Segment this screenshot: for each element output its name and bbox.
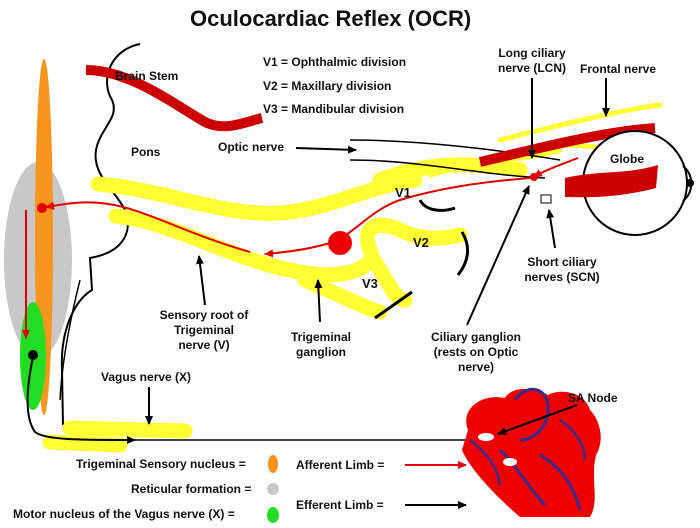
trig-ganglion-pointer	[314, 279, 323, 323]
pons-label: Pons	[131, 145, 161, 159]
afferent-path-main	[264, 177, 531, 258]
brain-stem-label: Brain Stem	[115, 69, 179, 83]
v2-branch	[359, 217, 468, 258]
frontal-nerve	[478, 123, 656, 167]
diagram-title: Oculocardiac Reflex (OCR)	[190, 6, 472, 31]
legend-orange-swatch	[268, 455, 278, 473]
globe-muscle	[565, 165, 658, 198]
globe-pupil	[686, 179, 694, 187]
label-pointers	[145, 78, 610, 435]
optic-nerve	[349, 139, 561, 179]
scn-label-line2: nerves (SCN)	[524, 270, 600, 284]
legend-reticular-formation: Reticular formation =	[131, 482, 252, 496]
division-v3: V3 = Mandibular division	[263, 102, 405, 116]
brainstem-outline	[60, 43, 141, 426]
sensory-root-label-line3: nerve (V)	[178, 338, 230, 352]
vagus-nerve-label: Vagus nerve (X)	[101, 370, 192, 384]
v1-branch	[372, 157, 528, 188]
trigeminal-ganglion	[328, 231, 352, 255]
nerve-outlines	[374, 199, 469, 320]
sensory-root-lower	[108, 208, 380, 283]
trig-ganglion-label-line1: Trigeminal	[290, 330, 352, 344]
ciliary-ganglion-label-line1: Ciliary ganglion	[430, 330, 521, 344]
brain-stem-band	[85, 65, 264, 132]
afferent-path-globe	[533, 157, 579, 178]
ciliary-ganglion-pointer	[466, 185, 530, 326]
sensory-root-label-line2: Trigeminal	[173, 323, 235, 337]
sensory-root-pointer	[196, 255, 206, 306]
trig-ganglion-label-line2: ganglion	[296, 345, 346, 359]
lcn-label-line2: nerve (LCN)	[497, 61, 566, 75]
vagus-lower-band	[42, 434, 128, 453]
scn-label-line1: Short ciliary	[527, 255, 597, 269]
division-v2: V2 = Maxillary division	[263, 79, 392, 93]
brainstem-outline-left	[59, 279, 81, 401]
afferent-path-root	[45, 201, 251, 253]
v3-tag: V3	[362, 276, 378, 291]
legend-afferent-limb: Afferent Limb =	[296, 458, 385, 472]
v1-tag: V1	[395, 185, 411, 200]
efferent-path	[26, 356, 136, 444]
sa-node-label: SA Node	[568, 391, 618, 405]
vagus-upper-band	[62, 420, 193, 439]
legend-gray-swatch	[267, 483, 279, 495]
sa-node-pointer	[497, 404, 578, 435]
sensory-root-upper	[90, 172, 423, 221]
frontal-nerve-label: Frontal nerve	[580, 62, 657, 76]
heart	[462, 387, 601, 517]
legend-efferent-limb: Efferent Limb =	[296, 498, 384, 512]
legend-trigeminal-nucleus: Trigeminal Sensory nucleus =	[76, 457, 246, 471]
optic-nerve-pointer	[295, 145, 357, 154]
lcn-label-line1: Long ciliary	[498, 46, 566, 60]
nucleus-synapse-dot	[37, 203, 47, 213]
sensory-root-label-line1: Sensory root of	[159, 308, 249, 322]
av-node	[503, 458, 517, 466]
v2-tag: V2	[413, 235, 429, 250]
sa-node	[478, 433, 494, 441]
optic-nerve-label: Optic nerve	[218, 140, 285, 154]
short-ciliary-box	[540, 194, 552, 204]
v3-branch	[367, 254, 413, 308]
legend-swatches	[267, 455, 467, 523]
legend-motor-nucleus-vagus: Motor nucleus of the Vagus nerve (X) =	[13, 507, 235, 521]
division-v1: V1 = Ophthalmic division	[263, 55, 407, 69]
scn-pointer	[546, 209, 556, 249]
ciliary-ganglion-label-line3: nerve)	[457, 360, 495, 374]
globe-label: Globe	[610, 152, 645, 166]
legend-green-swatch	[267, 507, 279, 523]
vagus-motor-dot	[28, 350, 38, 360]
ciliary-ganglion-label-line2: (rests on Optic	[433, 345, 519, 359]
